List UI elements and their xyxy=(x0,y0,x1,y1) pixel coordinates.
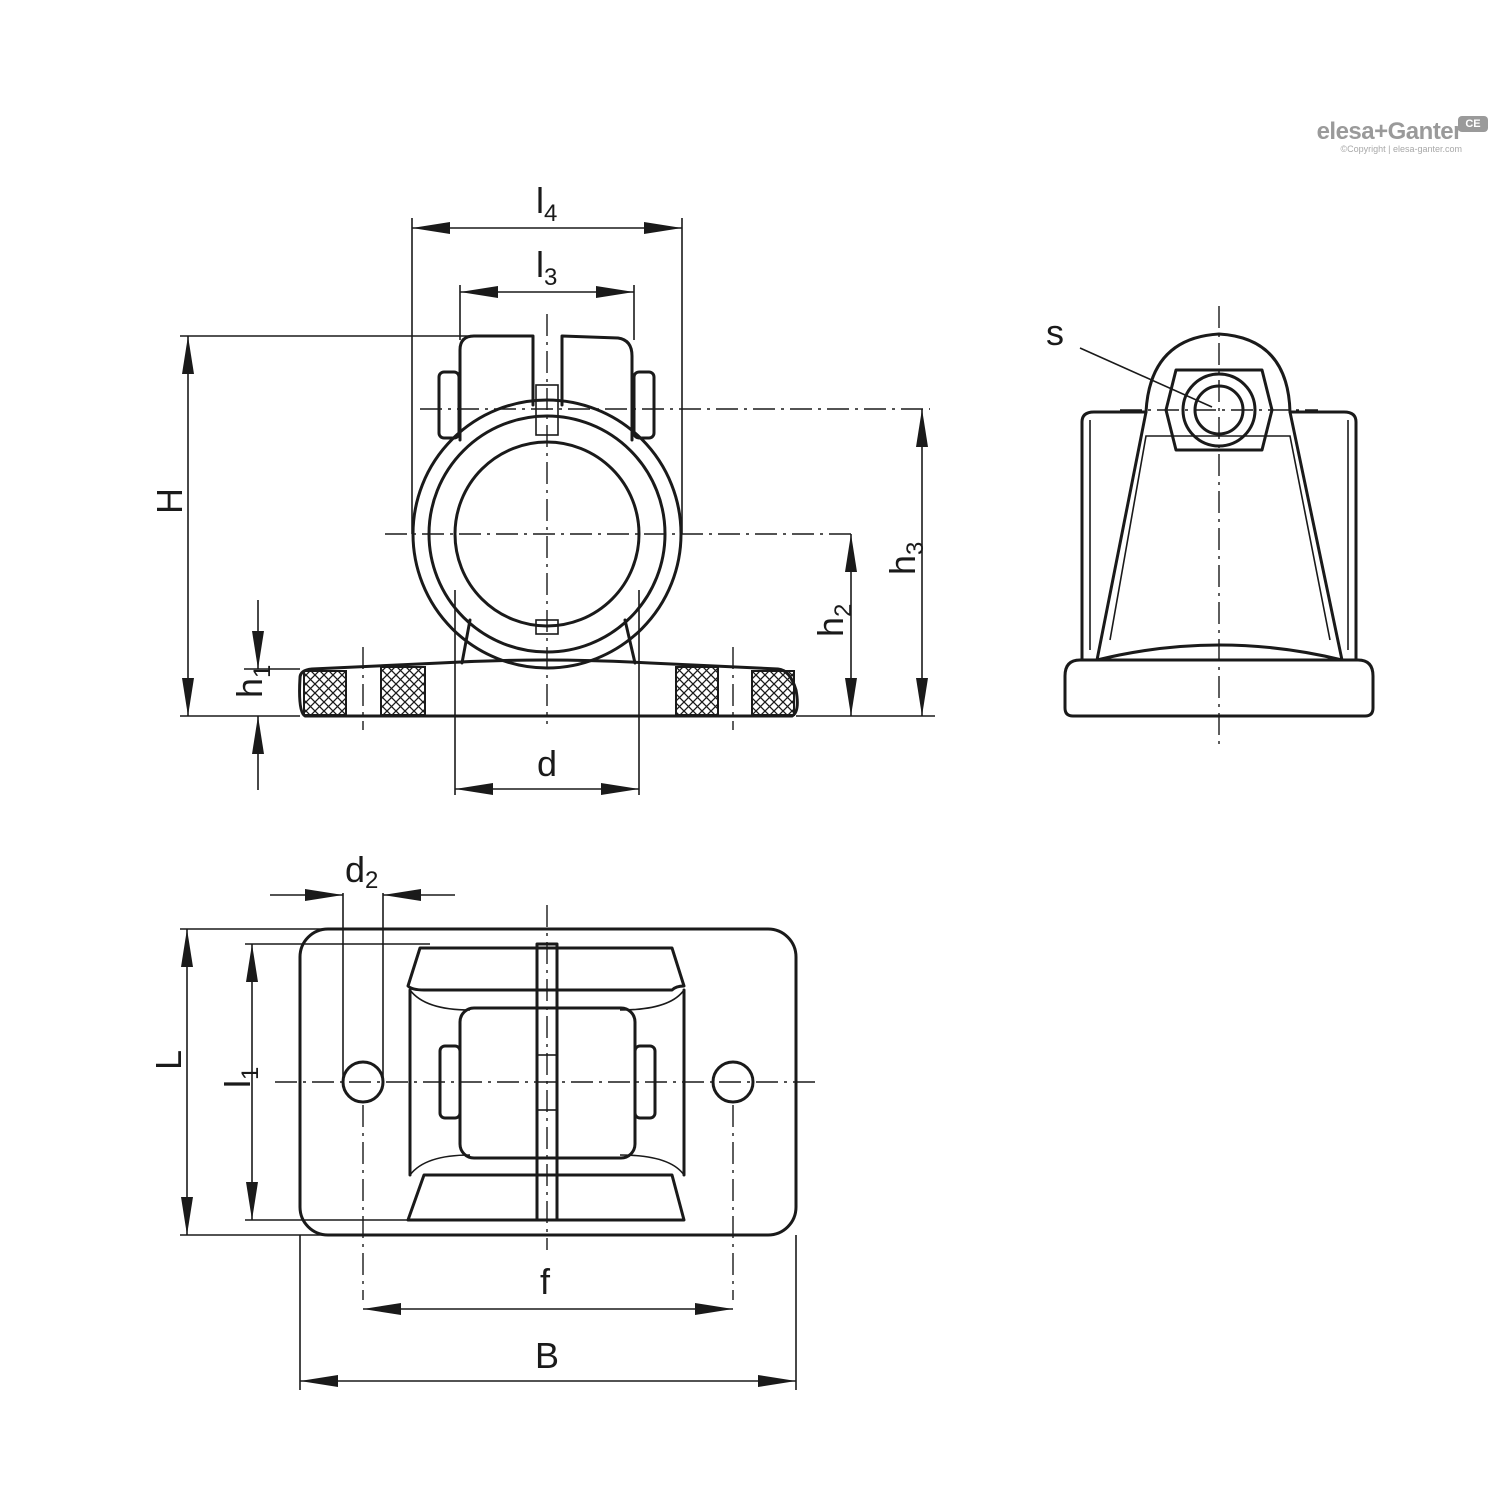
label-l3: l3 xyxy=(536,244,557,291)
label-d2: d2 xyxy=(345,849,378,894)
label-l4: l4 xyxy=(536,180,557,227)
label-H: H xyxy=(149,488,190,514)
label-L: L xyxy=(148,1050,189,1070)
front-view: l4 l3 H h1 h2 h3 d xyxy=(149,180,935,795)
label-B: B xyxy=(535,1335,559,1376)
label-h3: h3 xyxy=(882,542,929,575)
top-view: d2 L l1 f B xyxy=(148,849,820,1390)
label-d: d xyxy=(537,743,557,784)
label-s: s xyxy=(1046,312,1064,353)
ce-mark: CE xyxy=(1458,116,1488,132)
label-h2: h2 xyxy=(810,604,857,637)
brand-logo: elesa+Ganter ©Copyright | elesa-ganter.c… xyxy=(1316,118,1463,154)
brand-name: elesa+Ganter xyxy=(1316,118,1463,145)
label-f: f xyxy=(540,1261,551,1302)
label-l1: l1 xyxy=(217,1067,264,1088)
brand-copyright: ©Copyright | elesa-ganter.com xyxy=(1340,144,1462,154)
side-view: s xyxy=(1046,306,1375,744)
label-h1: h1 xyxy=(229,665,276,698)
